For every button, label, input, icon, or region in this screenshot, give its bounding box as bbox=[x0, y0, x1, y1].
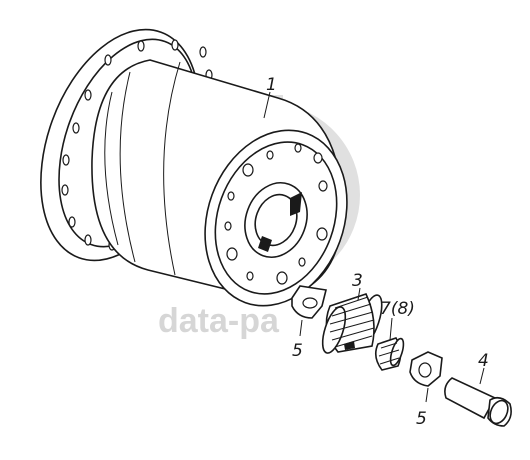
label-part-1: 1 bbox=[266, 75, 277, 95]
label-part-5-lower: 5 bbox=[416, 409, 427, 429]
rear-flange-holes bbox=[61, 39, 213, 251]
watermark-text: data-pa bbox=[158, 302, 280, 340]
tab-washer-lower bbox=[409, 351, 443, 387]
hub-housing bbox=[40, 28, 348, 307]
pin-axle bbox=[444, 377, 512, 427]
tab-washer-upper bbox=[291, 285, 327, 319]
needle-bearing bbox=[374, 337, 405, 371]
splined-gear bbox=[321, 293, 383, 354]
label-part-3: 3 bbox=[352, 271, 363, 291]
label-part-5-upper: 5 bbox=[292, 341, 303, 361]
leader-lines bbox=[263, 91, 485, 403]
label-part-7-8: 7(8) bbox=[380, 299, 415, 319]
front-face-holes bbox=[224, 143, 328, 285]
label-part-4: 4 bbox=[478, 351, 489, 371]
